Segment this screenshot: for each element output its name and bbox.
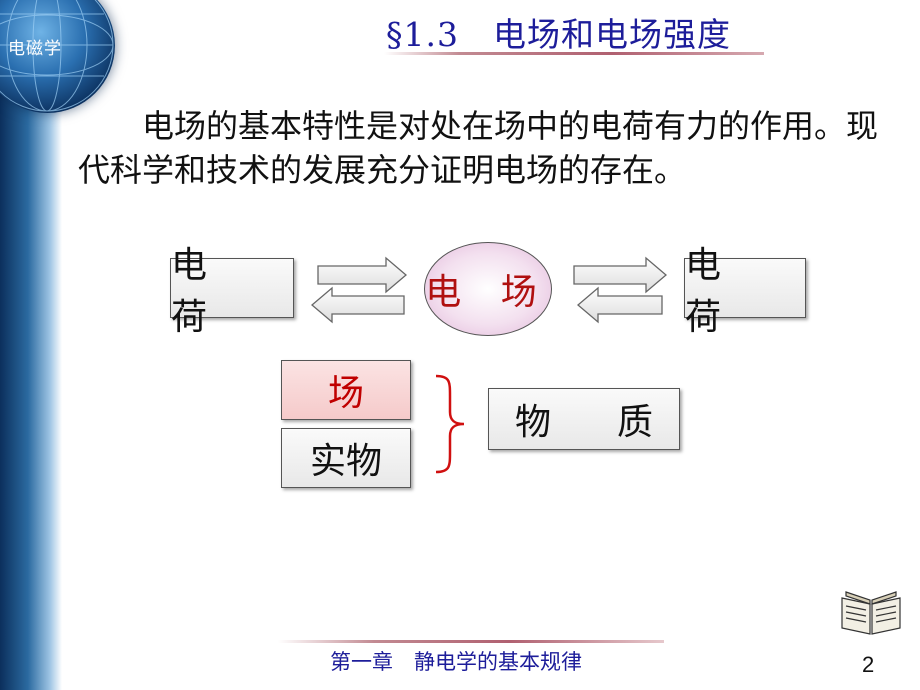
section-title: §1.3 电场和电场强度 xyxy=(386,15,731,54)
arrow-right-left-pair xyxy=(310,256,408,324)
sidebar-decoration xyxy=(0,0,62,690)
title-underline xyxy=(384,52,764,55)
substance-label-1: 物 xyxy=(514,402,551,443)
arrow-left-icon xyxy=(576,286,663,324)
field-box: 场 xyxy=(281,360,411,420)
book-icon xyxy=(841,591,901,635)
footer-rule xyxy=(278,640,664,643)
body-paragraph: 电场的基本特性是对处在场中的电荷有力的作用。现代科学和技术的发展充分证明电场的存… xyxy=(78,104,878,192)
charge-box-right: 电 荷 xyxy=(684,245,806,338)
page-number: 2 xyxy=(862,652,875,677)
body-paragraph-text: 电场的基本特性是对处在场中的电荷有力的作用。现代科学和技术的发展充分证明电场的存… xyxy=(78,107,879,189)
chapter-footer: 第一章 静电学的基本规律 xyxy=(330,650,582,674)
curly-brace xyxy=(435,374,465,474)
substance-box: 物质 xyxy=(488,388,680,450)
electric-field-ellipse: 电 场 xyxy=(424,242,552,336)
globe-icon xyxy=(0,0,115,113)
substance-label-2: 质 xyxy=(617,402,654,443)
arrow-left-icon xyxy=(310,286,405,324)
matter-box: 实物 xyxy=(281,428,411,488)
arrow-right-icon xyxy=(317,256,408,294)
arrow-right-icon xyxy=(573,256,668,294)
arrow-right-right-pair xyxy=(573,256,668,324)
course-title: 电磁学 xyxy=(8,39,62,59)
